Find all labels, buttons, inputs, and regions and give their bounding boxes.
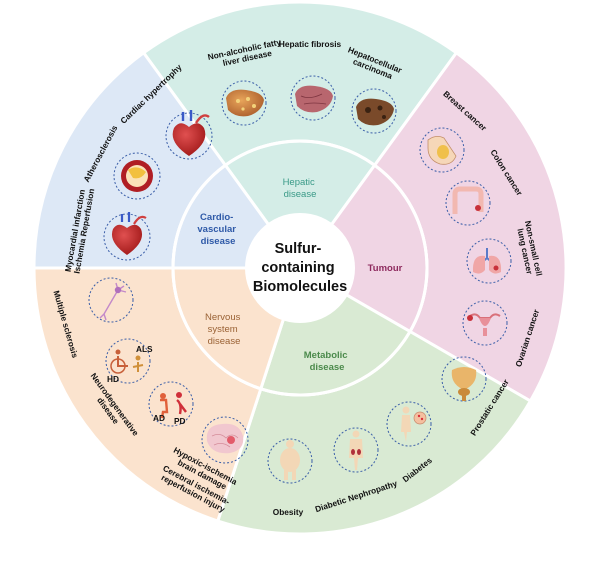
label-obesity: Obesity xyxy=(273,507,304,517)
breast-icon xyxy=(419,127,465,173)
diabetes-figure-icon xyxy=(386,401,432,447)
obese-figure-icon xyxy=(267,438,313,484)
carcinoma-liver-icon xyxy=(351,88,397,134)
elderly-icon xyxy=(148,381,194,427)
category-nervous: Nervous system disease xyxy=(205,312,243,347)
label-fibrosis: Hepatic fibrosis xyxy=(279,39,342,49)
kidney-figure-icon xyxy=(333,427,379,473)
artery-plaque-icon xyxy=(113,152,161,200)
center-circle xyxy=(245,213,355,323)
fibrotic-liver-icon xyxy=(290,75,336,121)
lung-icon xyxy=(466,238,512,284)
tag-hd: HD xyxy=(107,374,119,384)
brain-icon xyxy=(201,416,249,464)
uterus-icon xyxy=(462,300,508,346)
category-cardio: Cardio- vascular disease xyxy=(197,212,238,247)
wheelchair-icon xyxy=(105,338,151,384)
prostate-icon xyxy=(441,356,487,402)
category-metabolic: Metabolic disease xyxy=(304,350,350,373)
category-hepatic: Hepatic disease xyxy=(283,177,318,200)
tag-ad: AD xyxy=(153,413,165,423)
tag-als: ALS xyxy=(136,344,153,354)
center-title: Sulfur- containing Biomolecules xyxy=(253,241,347,295)
heart-icon xyxy=(103,212,151,261)
inner-ring xyxy=(171,139,429,397)
category-tumour: Tumour xyxy=(368,263,403,274)
neuron-icon xyxy=(88,277,134,323)
tag-pd: PD xyxy=(174,416,186,426)
colon-icon xyxy=(445,180,491,226)
hypertrophic-heart-icon xyxy=(165,110,213,160)
fatty-liver-icon xyxy=(221,80,267,126)
